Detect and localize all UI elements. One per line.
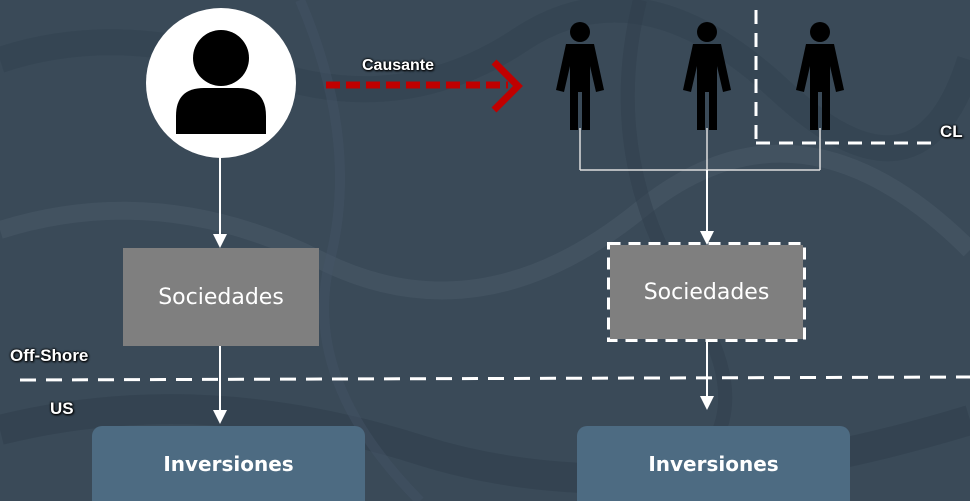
user-avatar-icon (176, 30, 266, 134)
inversiones-box-right: Inversiones (577, 426, 850, 501)
arrowhead-left-2 (213, 410, 227, 424)
us-label: US (50, 399, 74, 418)
sociedades-box-left: Sociedades (123, 248, 319, 346)
arrowhead-right-2 (700, 396, 714, 410)
sociedades-box-right: Sociedades (610, 245, 803, 339)
causante-label: Causante (362, 57, 435, 74)
person-standing-icon (796, 22, 844, 130)
causante-arrow-head (491, 59, 523, 113)
arrowhead-left-1 (213, 234, 227, 248)
sociedades-left-text: Sociedades (158, 284, 284, 310)
inversiones-box-left: Inversiones (92, 426, 365, 501)
inversiones-left-text: Inversiones (163, 451, 294, 476)
sociedades-right-dashed-border (607, 242, 806, 342)
offshore-us-boundary (19, 375, 970, 382)
person-standing-icon (683, 22, 731, 130)
causante-avatar (146, 8, 296, 158)
offshore-label: Off-Shore (10, 346, 89, 365)
arrowhead-right-1 (700, 231, 714, 245)
sociedades-right-text: Sociedades (643, 279, 770, 305)
person-standing-icon (556, 22, 604, 130)
inversiones-right-text: Inversiones (648, 451, 779, 476)
cl-label: CL (940, 122, 963, 141)
